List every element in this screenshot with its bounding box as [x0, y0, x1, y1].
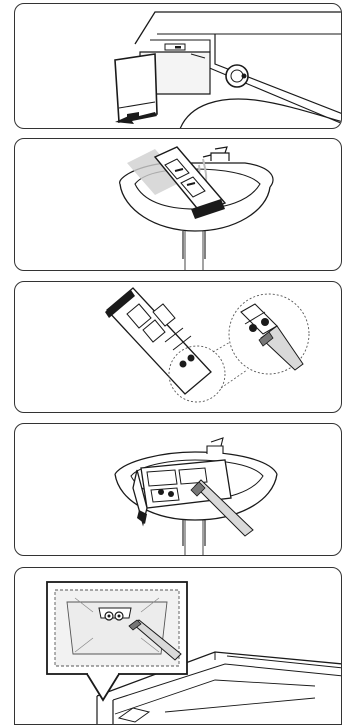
step-4-panel	[14, 423, 342, 556]
siphon-caps-illustration	[15, 282, 342, 413]
faucet-icon	[203, 147, 229, 161]
step-3-panel	[14, 281, 342, 413]
zoom-inset	[47, 582, 187, 700]
scrub-drawer-illustration	[15, 424, 342, 556]
step-2-panel	[14, 138, 342, 271]
faucet-icon	[207, 438, 223, 454]
step-1-panel	[14, 3, 342, 129]
detergent-drawer	[105, 288, 211, 394]
program-knob-icon	[226, 65, 248, 87]
step-5-panel	[14, 567, 342, 725]
rinse-drawer-illustration	[15, 139, 342, 271]
drawer-pull-illustration	[15, 4, 342, 129]
clean-recess-illustration	[15, 568, 342, 725]
